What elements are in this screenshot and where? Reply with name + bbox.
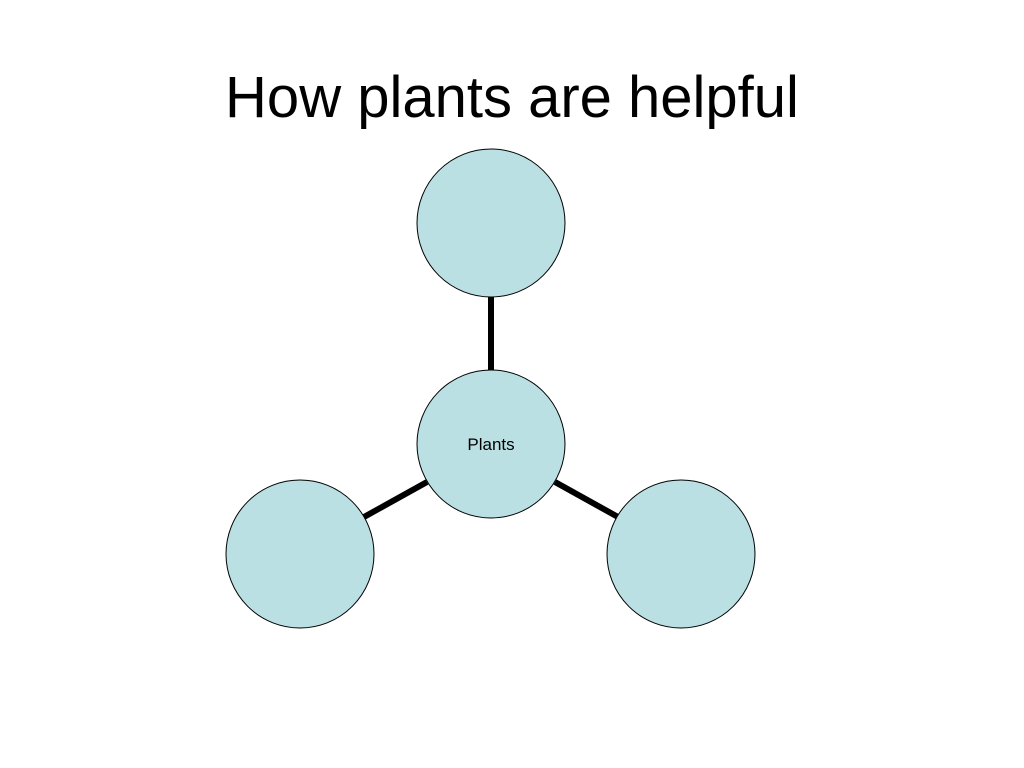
outer-node-top	[416, 148, 566, 298]
outer-node-right	[606, 479, 756, 629]
outer-node-left	[225, 479, 375, 629]
connector-right	[553, 479, 620, 520]
slide-title: How plants are helpful	[225, 65, 799, 130]
connector-left	[362, 479, 429, 520]
center-node-label: Plants	[467, 435, 514, 454]
center-node	[416, 369, 566, 519]
